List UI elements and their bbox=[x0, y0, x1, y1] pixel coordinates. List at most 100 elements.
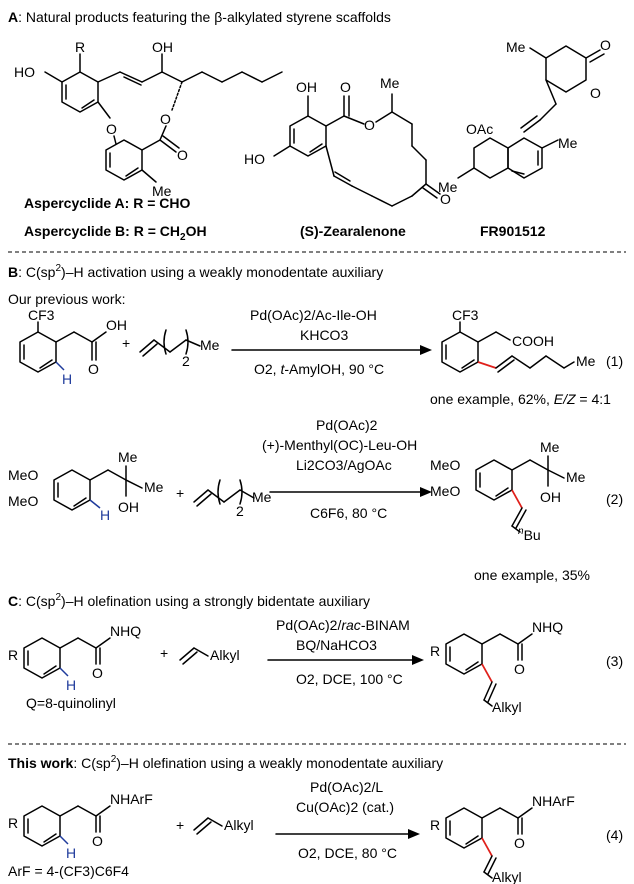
eq4-prod-alkyl: Alkyl bbox=[492, 869, 522, 884]
eq2-product: MeO MeO Me Me OH nBu bbox=[430, 439, 586, 543]
eq2-substrate: MeO MeO Me Me OH H bbox=[8, 449, 164, 523]
eq2-prod-oh: OH bbox=[540, 489, 561, 505]
ester-o-label: O bbox=[160, 111, 171, 127]
eq1-n-sub: 2 bbox=[182, 353, 190, 369]
eq2-cond-3: Li2CO3/AgOAc bbox=[296, 457, 392, 473]
section-d: This work: C(sp2)–H olefination using a … bbox=[8, 754, 623, 884]
eq1-prod-cf3: CF3 bbox=[452, 307, 479, 323]
phenol-oh-label: HO bbox=[14, 64, 35, 80]
section-c-heading: C: C(sp2)–H olefination using a strongly… bbox=[8, 592, 370, 609]
eq4-number: (4) bbox=[606, 827, 623, 843]
eq2-prod-me-a: Me bbox=[540, 439, 560, 455]
eq1-ortho-h: H bbox=[62, 371, 72, 387]
eq1-number: (1) bbox=[606, 353, 623, 369]
aryl-me-label: Me bbox=[152, 183, 172, 199]
zear-ring-o: O bbox=[364, 117, 375, 133]
section-b-heading: B: C(sp2)–H activation using a weakly mo… bbox=[8, 263, 383, 280]
eq4-cond-bot: O2, DCE, 80 °C bbox=[298, 845, 397, 861]
eq1-cond-top: Pd(OAc)2/Ac-Ile-OH bbox=[250, 307, 377, 323]
eq2-me-b: Me bbox=[144, 479, 164, 495]
eq2-cond-1: Pd(OAc)2 bbox=[316, 417, 378, 433]
eq3-cond-top: Pd(OAc)2/rac-BINAM bbox=[276, 617, 410, 633]
eq3-ortho-h: H bbox=[66, 677, 76, 693]
eq1-prod-me: Me bbox=[576, 353, 596, 369]
section-c: C: C(sp2)–H olefination using a strongly… bbox=[8, 592, 623, 715]
eq2-result: one example, 35% bbox=[474, 567, 590, 583]
eq1-product: CF3 COOH Me bbox=[441, 307, 596, 373]
zear-me-label: Me bbox=[380, 75, 400, 91]
eq2-arrowhead bbox=[420, 487, 432, 497]
eq2-alkene: 2 Me bbox=[193, 479, 272, 519]
fr-me-bottom: Me bbox=[438, 179, 458, 195]
previous-work-label: Our previous work: bbox=[8, 291, 125, 307]
eq3-r: R bbox=[8, 647, 18, 663]
eq2-ortho-h: H bbox=[100, 507, 110, 523]
eq3-prod-o: O bbox=[514, 661, 525, 677]
r-group-label: R bbox=[75, 39, 85, 55]
eq3-plus: + bbox=[160, 645, 168, 661]
eq4-plus: + bbox=[176, 817, 184, 833]
zearalenone-name: (S)-Zearalenone bbox=[300, 223, 406, 239]
eq4-ortho-h: H bbox=[66, 845, 76, 861]
zear-carbonyl-o: O bbox=[340, 79, 351, 95]
eq2-prod-me-b: Me bbox=[566, 469, 586, 485]
eq4-o: O bbox=[92, 833, 103, 849]
eq1-alkene-me: Me bbox=[200, 337, 220, 353]
eq3-q-def: Q=8-quinolinyl bbox=[26, 695, 116, 711]
eq4-arrowhead bbox=[408, 829, 420, 839]
eq1-cf3: CF3 bbox=[28, 307, 55, 323]
eq2-prod-meo-bottom: MeO bbox=[430, 483, 460, 499]
fr901512-structure: Me O O Me OAc Me bbox=[438, 37, 611, 195]
eq3-prod-alkyl: Alkyl bbox=[492, 699, 522, 715]
eq2-cond-2: (+)-Menthyl(OC)-Leu-OH bbox=[262, 437, 417, 453]
eq4-r: R bbox=[8, 815, 18, 831]
zearalenone-structure: OH HO O O Me O bbox=[244, 75, 451, 207]
eq3-alkyl: Alkyl bbox=[210, 647, 240, 663]
eq4-cond-mid: Cu(OAc)2 (cat.) bbox=[296, 799, 394, 815]
eq3-arrowhead bbox=[412, 655, 424, 665]
eq3-o: O bbox=[92, 665, 103, 681]
eq1-cond-mid: KHCO3 bbox=[300, 327, 348, 343]
zear-oh-label: OH bbox=[296, 79, 317, 95]
eq4-nharf: NHArF bbox=[110, 791, 153, 807]
eq1-prod-cooh: COOH bbox=[512, 333, 554, 349]
aspercyclide-a-name: Aspercyclide A: R = CHO bbox=[24, 195, 190, 211]
eq2-prod-nbu: nBu bbox=[518, 526, 541, 543]
eq4-prod-nharf: NHArF bbox=[532, 793, 575, 809]
eq4-prod-r: R bbox=[430, 817, 440, 833]
carbonyl-o-label: O bbox=[177, 147, 188, 163]
aspercyclide-structure: R HO OH O O O bbox=[14, 39, 283, 199]
fr-lactone-o: O bbox=[600, 37, 611, 53]
eq1-alkene: 2 Me bbox=[139, 329, 220, 369]
eq4-alkyl: Alkyl bbox=[224, 817, 254, 833]
fr-aryl-me: Me bbox=[558, 135, 578, 151]
eq1-acid-o: O bbox=[88, 361, 99, 377]
fr901512-name: FR901512 bbox=[480, 223, 546, 239]
eq2-oh: OH bbox=[118, 499, 139, 515]
fr-ring-o: O bbox=[590, 85, 601, 101]
eq3-nhq: NHQ bbox=[110, 623, 141, 639]
eq3-substrate: R NHQ O H bbox=[8, 623, 141, 693]
eq2-me-a: Me bbox=[118, 449, 138, 465]
eq2-prod-meo-top: MeO bbox=[430, 457, 460, 473]
eq2-plus: + bbox=[176, 485, 184, 501]
fr-me-top: Me bbox=[506, 39, 526, 55]
ether-o-label: O bbox=[106, 121, 117, 137]
aspercyclide-b-name: Aspercyclide B: R = CH2OH bbox=[24, 223, 207, 243]
zear-ho-label: HO bbox=[244, 151, 265, 167]
eq3-cond-bot: O2, DCE, 100 °C bbox=[296, 671, 403, 687]
eq1-acid-oh: OH bbox=[106, 317, 127, 333]
eq2-meo-top: MeO bbox=[8, 467, 38, 483]
eq2-n-sub: 2 bbox=[236, 503, 244, 519]
eq3-prod-nhq: NHQ bbox=[532, 619, 563, 635]
eq4-product: R NHArF O Alkyl bbox=[430, 793, 575, 884]
fr-oac-label: OAc bbox=[466, 121, 493, 137]
eq4-prod-o: O bbox=[514, 835, 525, 851]
eq3-cond-mid: BQ/NaHCO3 bbox=[296, 637, 377, 653]
eq1-result: one example, 62%, E/Z = 4:1 bbox=[430, 391, 611, 407]
eq4-cond-top: Pd(OAc)2/L bbox=[310, 779, 383, 795]
eq1-plus: + bbox=[122, 335, 130, 351]
section-a: A: Natural products featuring the β-alky… bbox=[8, 9, 611, 243]
section-b: B: C(sp2)–H activation using a weakly mo… bbox=[8, 263, 623, 583]
